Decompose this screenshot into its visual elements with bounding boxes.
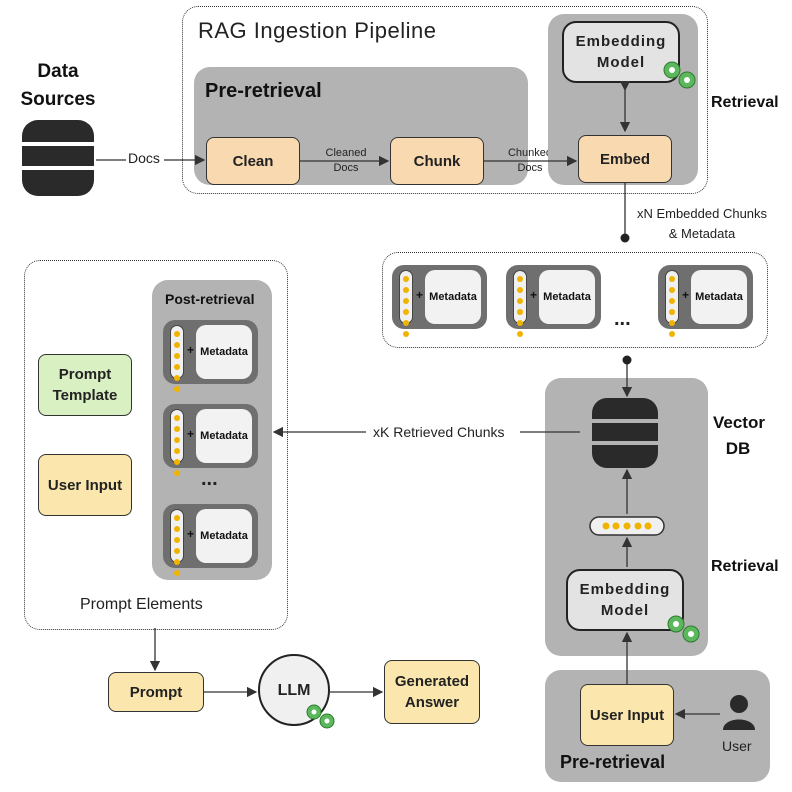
retrieval-title-top: Retrieval [711, 94, 779, 111]
chunked-docs-label: Chunked Docs [507, 147, 553, 174]
clean-node: Clean [206, 137, 300, 185]
embed-node: Embed [578, 135, 672, 183]
embedded-chunks-frame [382, 252, 768, 348]
plus-icon: + [187, 427, 195, 441]
prompt-node: Prompt [108, 672, 204, 712]
plus-icon: + [416, 288, 424, 302]
metadata-box: Metadata [196, 325, 252, 379]
plus-icon: + [187, 343, 195, 357]
ellipsis: ... [614, 308, 631, 330]
metadata-box: Metadata [196, 509, 252, 563]
embedding-model-node-bottom: Embedding Model [566, 569, 684, 631]
chunk-card: + Metadata [658, 265, 753, 337]
retrieval-title-bottom: Retrieval [711, 558, 779, 575]
metadata-box: Metadata [691, 270, 747, 324]
docs-label: Docs [128, 150, 160, 166]
prompt-elements-frame [24, 260, 288, 630]
query-pre-retrieval-title: Pre-retrieval [560, 752, 666, 772]
retrieved-chunk-card: + Metadata [163, 404, 258, 476]
chunk-pill-icon [170, 409, 184, 476]
post-retrieval-title: Post-retrieval [165, 291, 255, 307]
gear-icon [306, 704, 335, 729]
chunk-card: + Metadata [506, 265, 601, 337]
plus-icon: + [530, 288, 538, 302]
ellipsis: ... [201, 468, 218, 490]
chunk-pill-icon [665, 270, 679, 337]
user-icon [723, 695, 755, 730]
embedded-chunks-label: xN Embedded Chunks & Metadata [636, 206, 768, 241]
gear-icon [667, 615, 700, 643]
plus-icon: + [682, 288, 690, 302]
generated-answer-node: Generated Answer [384, 660, 480, 724]
embedding-model-node-top: Embedding Model [562, 21, 680, 83]
connector-dot [620, 233, 630, 243]
chunk-card: + Metadata [392, 265, 487, 337]
user-input-prompt-node: User Input [38, 454, 132, 516]
connector-dot [622, 355, 632, 365]
chunk-pill-icon [170, 509, 184, 576]
metadata-box: Metadata [539, 270, 595, 324]
metadata-box: Metadata [196, 409, 252, 463]
metadata-box: Metadata [425, 270, 481, 324]
chunk-pill-icon [399, 270, 413, 337]
user-label: User [722, 738, 752, 754]
user-input-query-node: User Input [580, 684, 674, 746]
chunk-node: Chunk [390, 137, 484, 185]
database-icon [22, 120, 94, 196]
query-vector-icon [589, 516, 665, 536]
retrieved-chunk-card: + Metadata [163, 504, 258, 576]
vector-db-icon [592, 398, 658, 468]
cleaned-docs-label: Cleaned Docs [325, 147, 367, 174]
prompt-elements-title: Prompt Elements [80, 596, 203, 613]
chunk-pill-icon [170, 325, 184, 392]
gear-icon [663, 61, 696, 89]
pre-retrieval-title: Pre-retrieval [205, 80, 322, 102]
data-sources-title: Data Sources [20, 61, 96, 110]
chunk-pill-icon [513, 270, 527, 337]
ingestion-pipeline-title: RAG Ingestion Pipeline [198, 18, 437, 43]
vector-db-title: Vector DB [713, 413, 765, 458]
ingestion-pipeline-frame [182, 6, 708, 194]
prompt-template-node: Prompt Template [38, 354, 132, 416]
retrieved-chunks-label: xK Retrieved Chunks [370, 424, 508, 440]
retrieved-chunk-card: + Metadata [163, 320, 258, 392]
plus-icon: + [187, 527, 195, 541]
